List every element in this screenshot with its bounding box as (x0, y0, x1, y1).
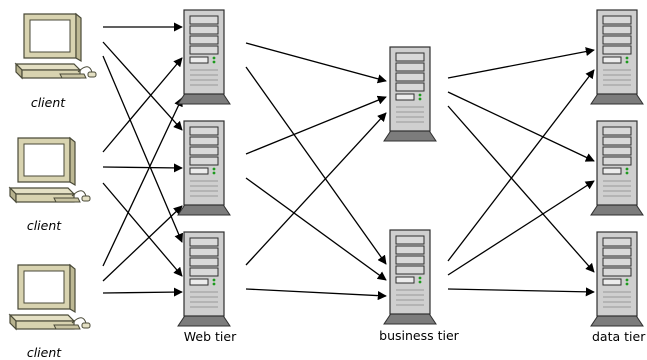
arrow-client-3-to-web-server-2 (102, 205, 183, 282)
data-tier-label: data tier (592, 329, 646, 344)
desktop-computer-icon (14, 12, 97, 80)
arrow-business-server-2-to-data-server-1 (447, 69, 595, 262)
client-2 (8, 136, 91, 204)
server-tower-icon (590, 120, 644, 216)
desktop-computer-icon (8, 263, 91, 331)
server-tower-icon (590, 9, 644, 105)
arrow-client-3-to-web-server-1 (102, 97, 183, 267)
arrow-business-server-2-to-data-server-2 (447, 180, 595, 276)
nodes (8, 9, 644, 331)
web-server-1 (177, 9, 231, 105)
arrow-client-1-to-web-server-3 (102, 55, 183, 243)
client-3 (8, 263, 91, 331)
arrow-business-server-1-to-data-server-3 (447, 105, 595, 273)
arrow-client-2-to-web-server-1 (102, 57, 183, 153)
client-label-1: client (31, 95, 66, 110)
web-tier-label: Web tier (184, 329, 237, 344)
server-tower-icon (177, 231, 231, 327)
arrow-web-server-3-to-business-server-1 (245, 112, 387, 266)
arrow-web-server-3-to-business-server-2 (245, 288, 387, 301)
arrow-business-server-1-to-data-server-2 (447, 91, 595, 162)
arrow-web-server-2-to-business-server-2 (245, 177, 387, 281)
business-server-2 (383, 229, 437, 325)
data-server-3 (590, 231, 644, 327)
client-1 (14, 12, 97, 80)
connection-arrows (102, 22, 595, 301)
web-server-3 (177, 231, 231, 327)
business-tier-label: business tier (379, 328, 460, 343)
client-label-2: client (27, 218, 62, 233)
server-tower-icon (383, 229, 437, 325)
arrow-client-2-to-web-server-2 (102, 163, 183, 173)
desktop-computer-icon (8, 136, 91, 204)
web-server-2 (177, 120, 231, 216)
arrow-business-server-2-to-data-server-3 (447, 287, 595, 297)
arrow-web-server-2-to-business-server-1 (245, 95, 387, 155)
business-server-1 (383, 46, 437, 142)
server-tower-icon (383, 46, 437, 142)
server-tower-icon (177, 120, 231, 216)
arrow-client-1-to-web-server-2 (102, 41, 183, 131)
server-tower-icon (177, 9, 231, 105)
server-tower-icon (590, 231, 644, 327)
arrow-client-2-to-web-server-3 (102, 182, 183, 277)
client-label-3: client (27, 345, 62, 360)
arrow-web-server-1-to-business-server-1 (245, 42, 387, 84)
arrow-web-server-1-to-business-server-2 (245, 66, 387, 265)
arrow-business-server-1-to-data-server-1 (447, 47, 595, 79)
data-server-2 (590, 120, 644, 216)
arrow-client-3-to-web-server-3 (102, 287, 183, 297)
data-server-1 (590, 9, 644, 105)
